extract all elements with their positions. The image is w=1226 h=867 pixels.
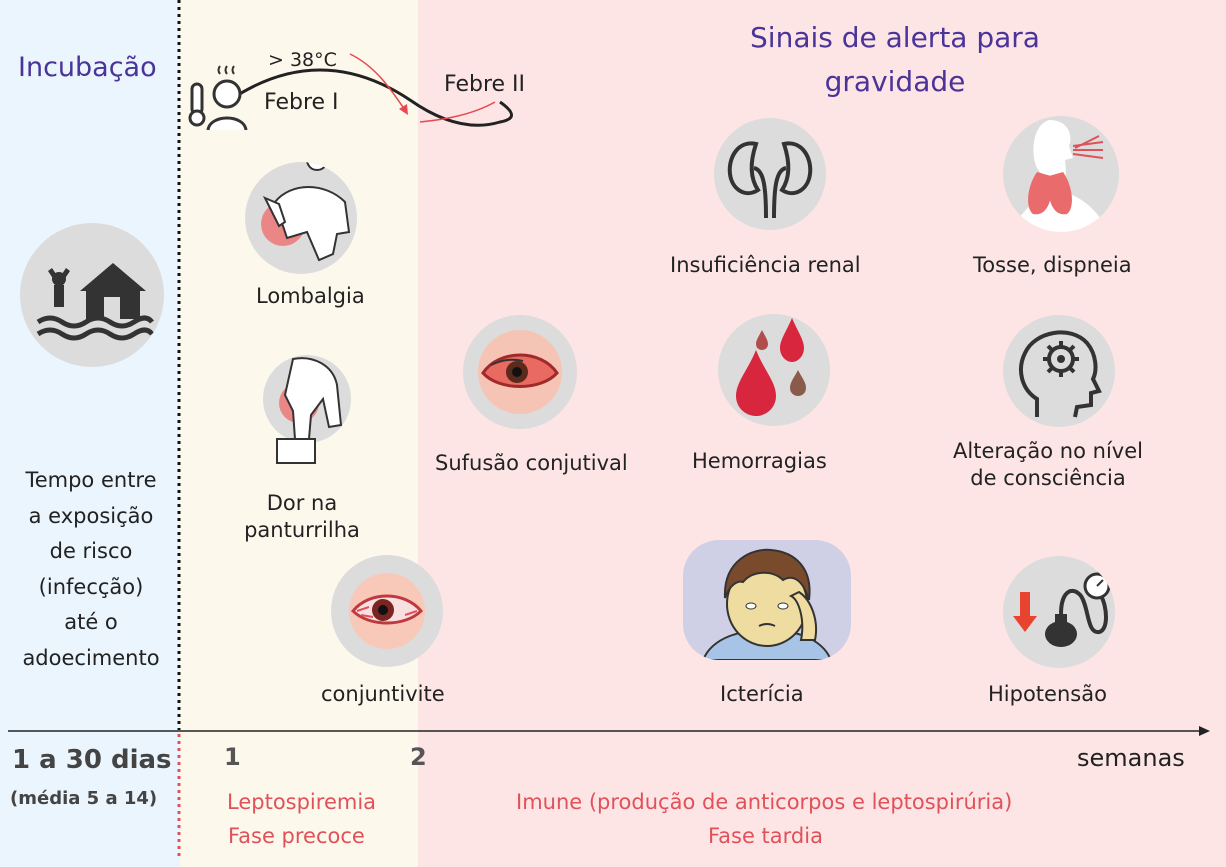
kidneys-circle: [714, 118, 826, 230]
dor-line1: Dor na: [266, 491, 338, 515]
symptom-sufusao: Sufusão conjutival: [435, 451, 628, 475]
blood-drops-circle: [718, 314, 830, 426]
brain-gear-circle: [1003, 315, 1115, 427]
symptom-ictericia: Icterícia: [720, 682, 804, 706]
late-phase-label: Fase tardia: [708, 824, 823, 848]
desc-line: até o: [64, 610, 118, 634]
early-phase-name: Leptospiremia: [227, 790, 377, 814]
febre-1-label: Febre I: [264, 90, 339, 115]
fever-curve: [229, 53, 513, 127]
lungs-icon: [1013, 120, 1107, 232]
alteracao-line2: de consciência: [970, 466, 1126, 490]
desc-line: adoecimento: [22, 645, 160, 670]
incubation-description: Tempo entre a exposição de risco (infecç…: [0, 463, 182, 676]
axis-unit-label: semanas: [1077, 744, 1185, 772]
axis-arrowhead: [1199, 726, 1210, 736]
step-box: [276, 438, 316, 464]
back-pain-circle: [245, 162, 357, 274]
desc-line: a exposição: [28, 503, 154, 528]
flood-house-icon: [36, 263, 154, 341]
kidneys-icon: [727, 141, 813, 219]
symptom-insuficiencia-renal: Insuficiência renal: [670, 253, 861, 277]
fever-temperature: > 38°C: [268, 49, 337, 71]
flood-house-circle: [20, 223, 164, 367]
week-2-label: 2: [410, 743, 427, 771]
warning-title-line2: gravidade: [824, 65, 966, 98]
symptom-hipotensao: Hipotensão: [988, 682, 1107, 706]
incubation-duration: 1 a 30 dias: [12, 745, 172, 775]
incubation-median: (média 5 a 14): [10, 788, 158, 809]
desc-line: de risco: [49, 539, 133, 563]
brain-gear-icon: [1019, 330, 1102, 418]
desc-line: (infecção): [38, 574, 144, 599]
febre-2-label: Febre II: [444, 72, 526, 97]
week-1-label: 1: [224, 743, 241, 771]
jaundice-child-icon: [701, 548, 833, 660]
warning-title-line1: Sinais de alerta para: [750, 21, 1040, 54]
lungs-circle: [1003, 116, 1119, 232]
blood-pressure-circle: [1003, 556, 1115, 668]
incubation-zone: [0, 0, 180, 867]
jaundice-child-frame: [683, 540, 851, 660]
symptom-tosse-dispneia: Tosse, dispneia: [973, 253, 1132, 277]
dor-line2: panturrilha: [244, 518, 360, 542]
calf-pain-circle: [263, 355, 351, 443]
back-pain-icon: [261, 162, 351, 262]
warning-title: Sinais de alerta para gravidade: [740, 16, 1050, 104]
red-eye-circle: [331, 555, 443, 667]
symptom-dor-panturrilha: Dor na panturrilha: [232, 490, 372, 544]
symptom-lombalgia: Lombalgia: [256, 284, 365, 308]
symptom-hemorragias: Hemorragias: [692, 449, 827, 473]
alteracao-line1: Alteração no nível: [953, 439, 1143, 463]
late-phase-name: Imune (produção de anticorpos e leptospi…: [516, 790, 1013, 814]
blood-drops-icon: [736, 318, 806, 416]
symptom-conjuntivite: conjuntivite: [321, 682, 445, 706]
suffused-eye-circle: [463, 315, 577, 429]
blood-pressure-icon: [1013, 572, 1111, 647]
symptom-alteracao-consciencia: Alteração no nível de consciência: [940, 438, 1156, 492]
early-phase-label: Fase precoce: [228, 824, 365, 848]
red-eye-icon: [349, 573, 425, 649]
fever-thermometer-icon: [188, 65, 248, 131]
suffused-eye-icon: [478, 330, 562, 414]
calf-pain-icon: [279, 357, 343, 440]
incubation-title: Incubação: [18, 52, 157, 83]
desc-line: Tempo entre: [25, 468, 157, 492]
